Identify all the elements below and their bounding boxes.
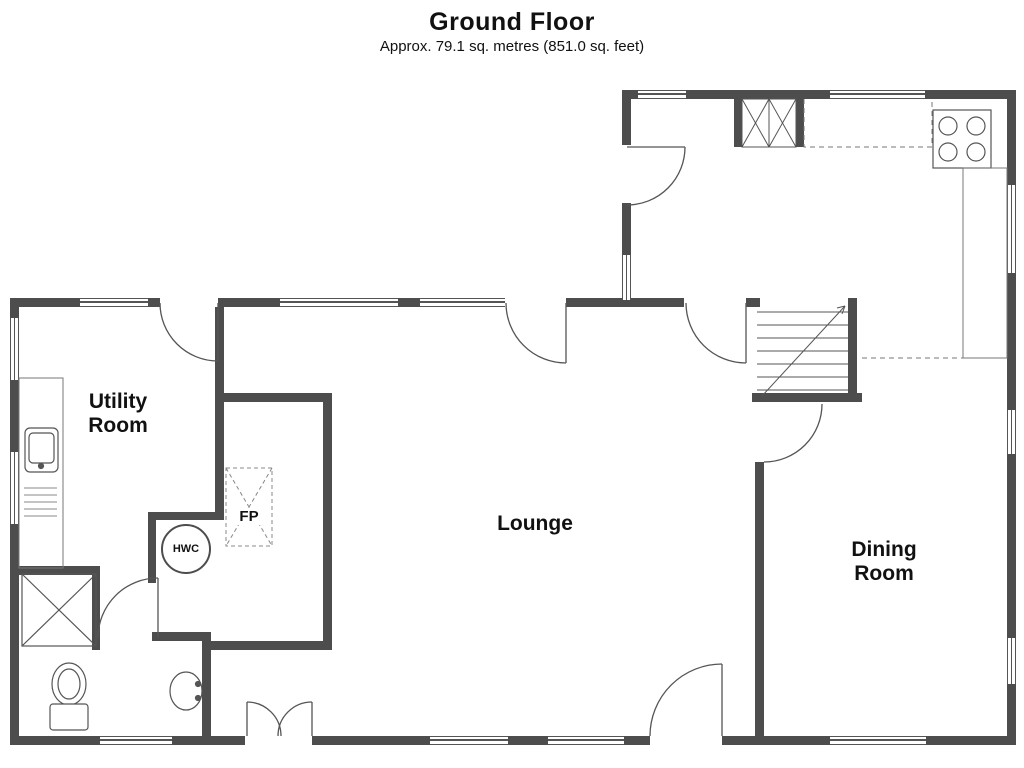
stove-icon [932,109,992,169]
drainer-icon [24,487,57,517]
fireplace-outline [225,467,273,547]
door-opening-french [245,736,312,745]
wall-utility-divider-upper [215,298,224,402]
wall-kitchen-stub-b [796,90,804,147]
window [830,736,926,745]
wall-lounge-dining-divider [755,462,764,736]
fireplace-label-text: FP [237,508,261,525]
window [430,736,508,745]
room-label-dining-line2: Room [854,562,914,586]
window [420,298,505,307]
wall-bathroom-top [10,566,98,575]
page-title: Ground Floor [429,8,595,36]
shower-icon [21,573,97,647]
window [638,90,686,99]
window [280,298,398,307]
door-arc-kitchen [626,146,686,206]
sink-icon [24,427,59,473]
door-opening-patio [650,736,722,745]
door-arc-dining [763,403,823,463]
page-subtitle: Approx. 79.1 sq. metres (851.0 sq. feet) [379,38,645,55]
wall-exterior-bottom [10,736,1016,745]
hwc-label-text: HWC [172,543,200,555]
window [100,736,172,745]
door-arc-lounge-stairs [685,302,747,364]
kitchen-counter-right [862,167,1008,359]
room-label-lounge: Lounge [455,512,615,536]
toilet-icon [49,662,89,731]
wall-kitchen-top [622,90,1016,99]
door-arc-patio [649,663,723,737]
wall-hwc-top [148,512,224,520]
wall-chimney-bottom [205,641,332,650]
room-label-lounge-text: Lounge [497,512,573,535]
door-opening-lounge-top [505,298,566,307]
utility-counter [18,377,64,569]
wall-bathroom-stub [152,632,211,641]
basin-icon [169,671,203,711]
window [548,736,624,745]
window [10,318,19,380]
door-arc-utility [159,302,219,362]
window [830,90,925,99]
room-label-dining: Dining Room [814,538,954,586]
wall-chimney-top [215,393,332,402]
door-arc-bathroom [97,577,159,639]
wall-bathroom-right [202,641,211,736]
window [622,255,631,300]
room-label-utility-line1: Utility [88,390,148,413]
stairs [757,305,848,397]
wall-stairs-bottom [752,393,862,402]
wall-chimney-right [323,393,332,650]
door-opening-lounge-stairs [684,298,746,307]
appliance-box-icon [741,98,797,148]
window [80,298,148,307]
kitchen-counter-dashed [803,99,933,148]
door-arc-lounge-top [505,302,567,364]
wall-stairs-right [848,298,857,402]
window [1007,410,1016,454]
room-label-utility-line2: Room [88,414,148,438]
hot-water-cylinder: HWC [161,524,211,574]
wall-hwc-left [148,512,156,583]
room-label-utility: Utility Room [48,390,188,438]
door-arc-french [246,701,313,737]
wall-kitchen-stub-a [734,90,742,147]
wall-utility-divider-lower [215,402,224,520]
door-opening-utility [160,298,218,307]
room-label-dining-line1: Dining [851,538,917,561]
fireplace-label: FP [224,508,274,525]
window [1007,638,1016,684]
door-opening-kitchen [622,145,631,203]
